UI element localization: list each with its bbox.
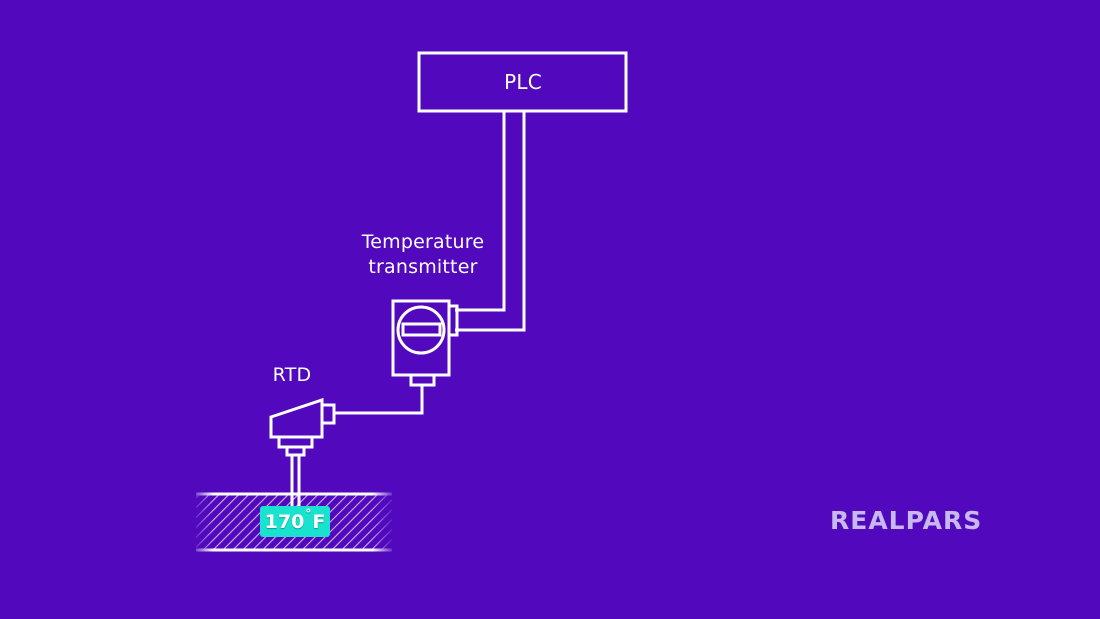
temperature-transmitter-icon[interactable]	[391, 299, 459, 387]
temperature-value: 170	[264, 510, 305, 533]
rtd-signal-wire	[334, 385, 424, 415]
loop-wire-1	[455, 111, 506, 312]
transmitter-label: Temperature transmitter	[340, 230, 506, 280]
process-pipe	[190, 488, 396, 556]
rtd-sensor-icon[interactable]	[269, 397, 336, 508]
degree-symbol: °	[305, 506, 312, 521]
transmitter-label-line1: Temperature	[361, 231, 485, 253]
loop-wires	[455, 111, 526, 332]
temperature-unit: F	[312, 510, 326, 533]
plc-label: PLC	[504, 70, 542, 94]
temperature-readout-badge: 170°F	[260, 506, 330, 537]
loop-wire-2	[455, 111, 526, 332]
rtd-label: RTD	[272, 364, 312, 386]
realpars-logo: REALPARS	[830, 505, 983, 535]
transmitter-label-line2: transmitter	[368, 256, 478, 278]
